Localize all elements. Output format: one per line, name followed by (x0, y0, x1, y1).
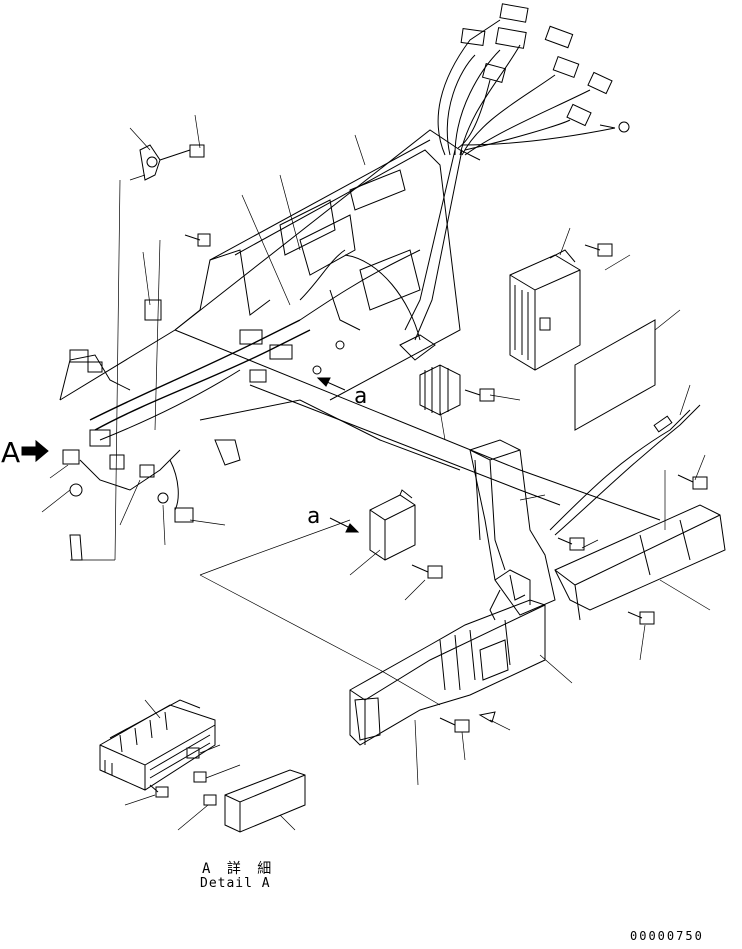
leader-lines (41, 114, 711, 786)
air-duct-assembly (349, 439, 726, 746)
relay-module (399, 334, 461, 416)
detail-title-english: Detail A (200, 876, 271, 891)
bolt-duct (557, 537, 585, 551)
bolt-far-right (677, 474, 708, 490)
label-sheet (574, 319, 656, 431)
bolt-center (411, 564, 443, 579)
bolts (159, 144, 708, 733)
controller-module (509, 249, 581, 371)
view-a-label: A (1, 436, 21, 469)
sensor-cable (549, 404, 701, 536)
detail-title-japanese: A 詳 細 (202, 861, 276, 877)
view-a-arrow (21, 439, 49, 463)
bolt-lower-duct (439, 717, 470, 733)
bolt-mid-right (464, 388, 495, 402)
bolt-right-module (584, 243, 613, 257)
bolt-lower-right (627, 611, 655, 625)
detail-a-connector (99, 699, 306, 833)
main-frame (59, 129, 666, 706)
bolt-top-left (159, 144, 205, 161)
drawing-number: 00000750 (630, 929, 704, 943)
bolt-upper-left (184, 233, 211, 247)
arrow-a-lower-label: a (307, 504, 321, 529)
arrow-a-upper-icon (316, 377, 346, 391)
arrow-a-upper-label: a (354, 384, 368, 409)
left-harness-bundle (59, 249, 421, 523)
arrow-a-lower-icon (329, 517, 360, 533)
upper-harness-bundle (404, 3, 630, 341)
bolt-mid (312, 340, 345, 375)
small-control-unit (369, 489, 416, 561)
